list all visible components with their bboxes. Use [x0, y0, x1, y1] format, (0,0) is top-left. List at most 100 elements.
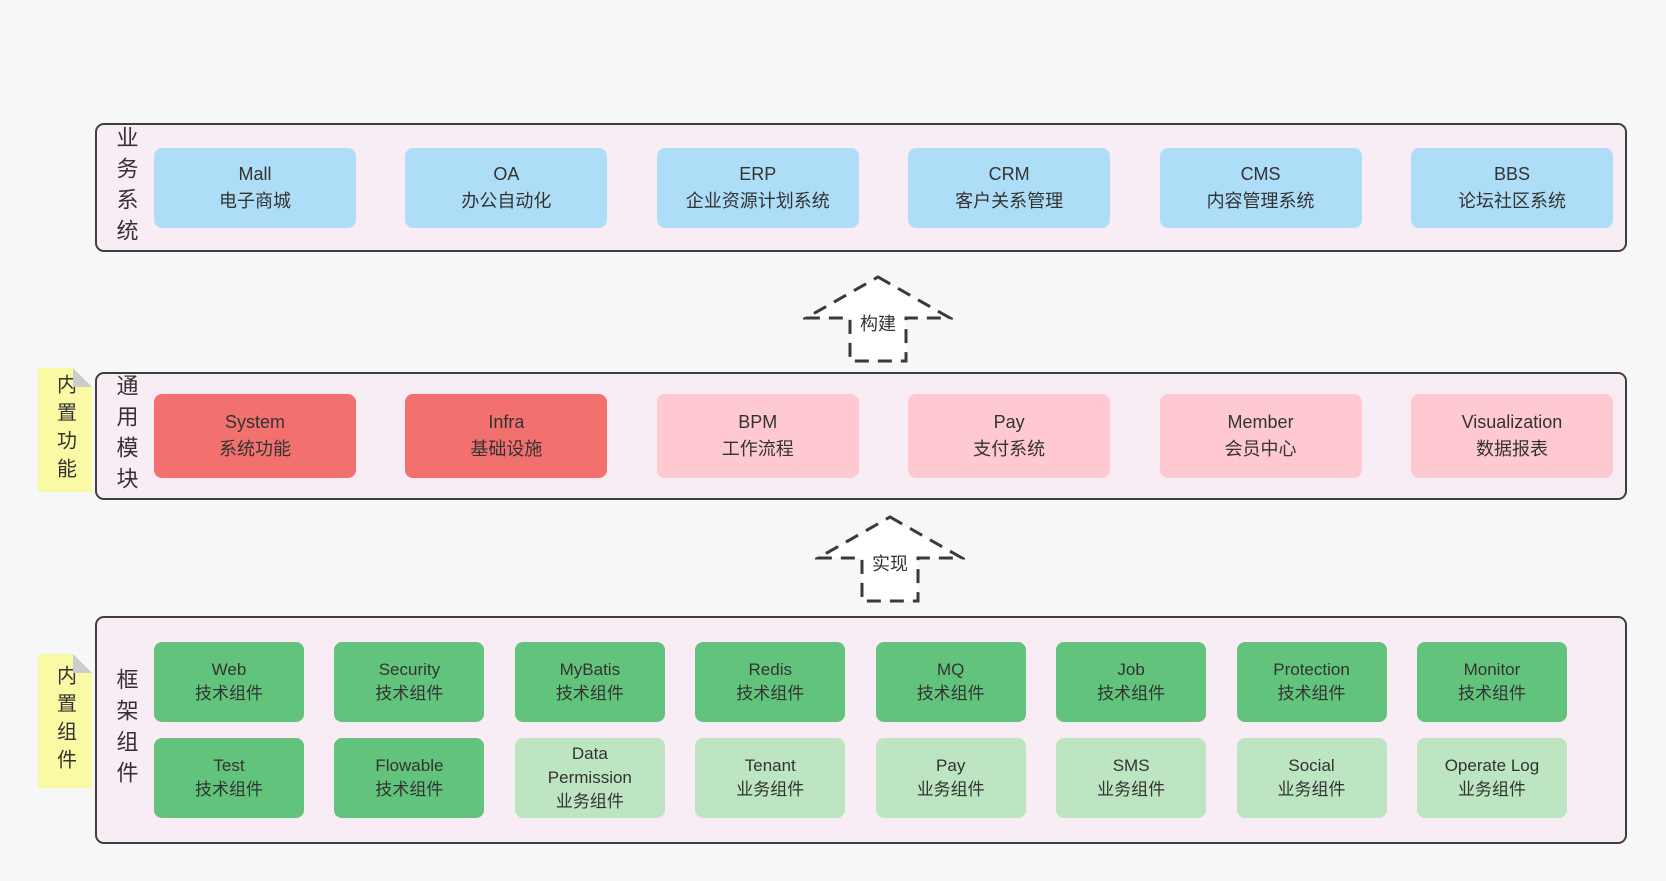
- folded-corner-icon: [73, 368, 92, 387]
- box-test: Test 技术组件: [154, 738, 304, 818]
- box-social: Social 业务组件: [1236, 738, 1387, 818]
- box-security-name: Security: [378, 660, 441, 679]
- box-operate-log-name: Operate Log: [1444, 756, 1540, 775]
- box-tenant-desc: 业务组件: [736, 780, 805, 799]
- box-monitor-desc: 技术组件: [1457, 684, 1526, 703]
- box-social-desc: 业务组件: [1277, 780, 1346, 799]
- folded-corner-icon: [73, 654, 92, 673]
- box-erp-name: ERP: [739, 163, 777, 184]
- box-mall-desc: 电子商城: [219, 190, 291, 211]
- box-sms: SMS 业务组件: [1056, 738, 1207, 818]
- box-data-permission: Data Permission 业务组件: [514, 738, 665, 818]
- box-redis-name: Redis: [748, 660, 792, 679]
- box-test-name: Test: [213, 756, 245, 775]
- box-job-desc: 技术组件: [1097, 684, 1166, 703]
- box-visualization: Visualization 数据报表: [1410, 394, 1613, 478]
- box-mybatis-name: MyBatis: [559, 660, 621, 679]
- box-member-name: Member: [1227, 412, 1294, 432]
- layer-common-modules: 通用模块 System 系统功能 Infra 基础设施 BPM 工作流程 Pay…: [95, 372, 1627, 500]
- box-system-name: System: [224, 412, 285, 432]
- box-mq-name: MQ: [936, 660, 965, 679]
- box-flowable-name: Flowable: [375, 756, 444, 775]
- box-web-name: Web: [211, 660, 247, 679]
- box-mall: Mall 电子商城: [154, 147, 356, 228]
- box-infra: Infra 基础设施: [405, 394, 608, 478]
- box-visualization-name: Visualization: [1461, 412, 1563, 432]
- box-crm-desc: 客户关系管理: [955, 190, 1064, 211]
- box-operate-log-desc: 业务组件: [1457, 780, 1526, 799]
- box-bpm-desc: 工作流程: [721, 439, 794, 459]
- box-bpm-name: BPM: [738, 412, 778, 432]
- box-web-desc: 技术组件: [195, 684, 263, 703]
- box-social-name: Social: [1288, 756, 1335, 775]
- box-sms-desc: 业务组件: [1097, 780, 1166, 799]
- box-pay-desc: 支付系统: [973, 439, 1046, 459]
- box-protection: Protection 技术组件: [1236, 642, 1387, 722]
- box-mall-name: Mall: [238, 163, 272, 184]
- box-cms-name: CMS: [1240, 163, 1281, 184]
- box-job: Job 技术组件: [1056, 642, 1207, 722]
- layer-business-systems: 业务系统 Mall 电子商城 OA 办公自动化 ERP 企业资源计划系统 CRM…: [95, 123, 1627, 252]
- box-bbs: BBS 论坛社区系统: [1410, 147, 1613, 228]
- box-security: Security 技术组件: [334, 642, 485, 722]
- box-crm-name: CRM: [988, 163, 1030, 184]
- box-monitor-name: Monitor: [1463, 660, 1521, 679]
- tag-builtin-functions: 内置功能: [38, 368, 92, 492]
- box-data-permission-desc: 业务组件: [555, 792, 624, 811]
- box-member: Member 会员中心: [1159, 394, 1362, 478]
- box-operate-log: Operate Log 业务组件: [1416, 738, 1567, 818]
- modules-box-row: System 系统功能 Infra 基础设施 BPM 工作流程 Pay 支付系统…: [154, 374, 1625, 498]
- box-tenant-name: Tenant: [744, 756, 796, 775]
- layer-components-label: 框架组件: [113, 668, 139, 792]
- layer-modules-label: 通用模块: [113, 374, 139, 498]
- box-pay-business-name: Pay: [936, 756, 966, 775]
- box-pay-business: Pay 业务组件: [875, 738, 1026, 818]
- box-cms: CMS 内容管理系统: [1159, 147, 1362, 228]
- box-pay-name: Pay: [993, 412, 1025, 432]
- arrow-build-label: 构建: [855, 308, 901, 338]
- box-security-desc: 技术组件: [375, 684, 444, 703]
- box-flowable-desc: 技术组件: [375, 780, 444, 799]
- box-erp-desc: 企业资源计划系统: [685, 190, 830, 211]
- box-data-permission-name: Data Permission: [547, 744, 632, 787]
- box-mq: MQ 技术组件: [875, 642, 1026, 722]
- box-oa-name: OA: [493, 163, 520, 184]
- box-erp: ERP 企业资源计划系统: [656, 147, 859, 228]
- layer-framework-components: 框架组件 Web 技术组件 Security 技术组件 MyBatis 技术组件…: [95, 616, 1627, 844]
- box-flowable: Flowable 技术组件: [334, 738, 485, 818]
- arrow-implement: 实现: [815, 514, 965, 604]
- tag-builtin-components-label: 内置组件: [53, 665, 76, 777]
- box-system-desc: 系统功能: [219, 439, 291, 459]
- box-protection-desc: 技术组件: [1277, 684, 1346, 703]
- layer-business-label: 业务系统: [113, 125, 139, 250]
- box-pay: Pay 支付系统: [908, 394, 1111, 478]
- box-redis-desc: 技术组件: [736, 684, 805, 703]
- box-protection-name: Protection: [1273, 660, 1350, 679]
- box-bpm: BPM 工作流程: [656, 394, 859, 478]
- components-box-grid: Web 技术组件 Security 技术组件 MyBatis 技术组件 Redi…: [154, 618, 1625, 842]
- box-infra-name: Infra: [488, 412, 525, 432]
- tag-builtin-functions-label: 内置功能: [53, 374, 76, 486]
- box-mq-desc: 技术组件: [916, 684, 985, 703]
- box-crm: CRM 客户关系管理: [908, 147, 1111, 228]
- box-mybatis: MyBatis 技术组件: [514, 642, 665, 722]
- arrow-implement-label: 实现: [867, 548, 913, 578]
- box-visualization-desc: 数据报表: [1475, 439, 1548, 459]
- business-box-row: Mall 电子商城 OA 办公自动化 ERP 企业资源计划系统 CRM 客户关系…: [154, 125, 1625, 250]
- box-pay-business-desc: 业务组件: [916, 780, 985, 799]
- box-infra-desc: 基础设施: [470, 439, 543, 459]
- arrow-build: 构建: [803, 274, 953, 364]
- box-cms-desc: 内容管理系统: [1206, 190, 1315, 211]
- box-web: Web 技术组件: [154, 642, 304, 722]
- box-bbs-name: BBS: [1493, 163, 1530, 184]
- box-member-desc: 会员中心: [1224, 439, 1297, 459]
- box-system: System 系统功能: [154, 394, 356, 478]
- box-redis: Redis 技术组件: [695, 642, 846, 722]
- box-test-desc: 技术组件: [195, 780, 263, 799]
- box-sms-name: SMS: [1112, 756, 1150, 775]
- box-oa-desc: 办公自动化: [461, 190, 552, 211]
- tag-builtin-components: 内置组件: [38, 654, 92, 788]
- box-tenant: Tenant 业务组件: [695, 738, 846, 818]
- box-job-name: Job: [1117, 660, 1145, 679]
